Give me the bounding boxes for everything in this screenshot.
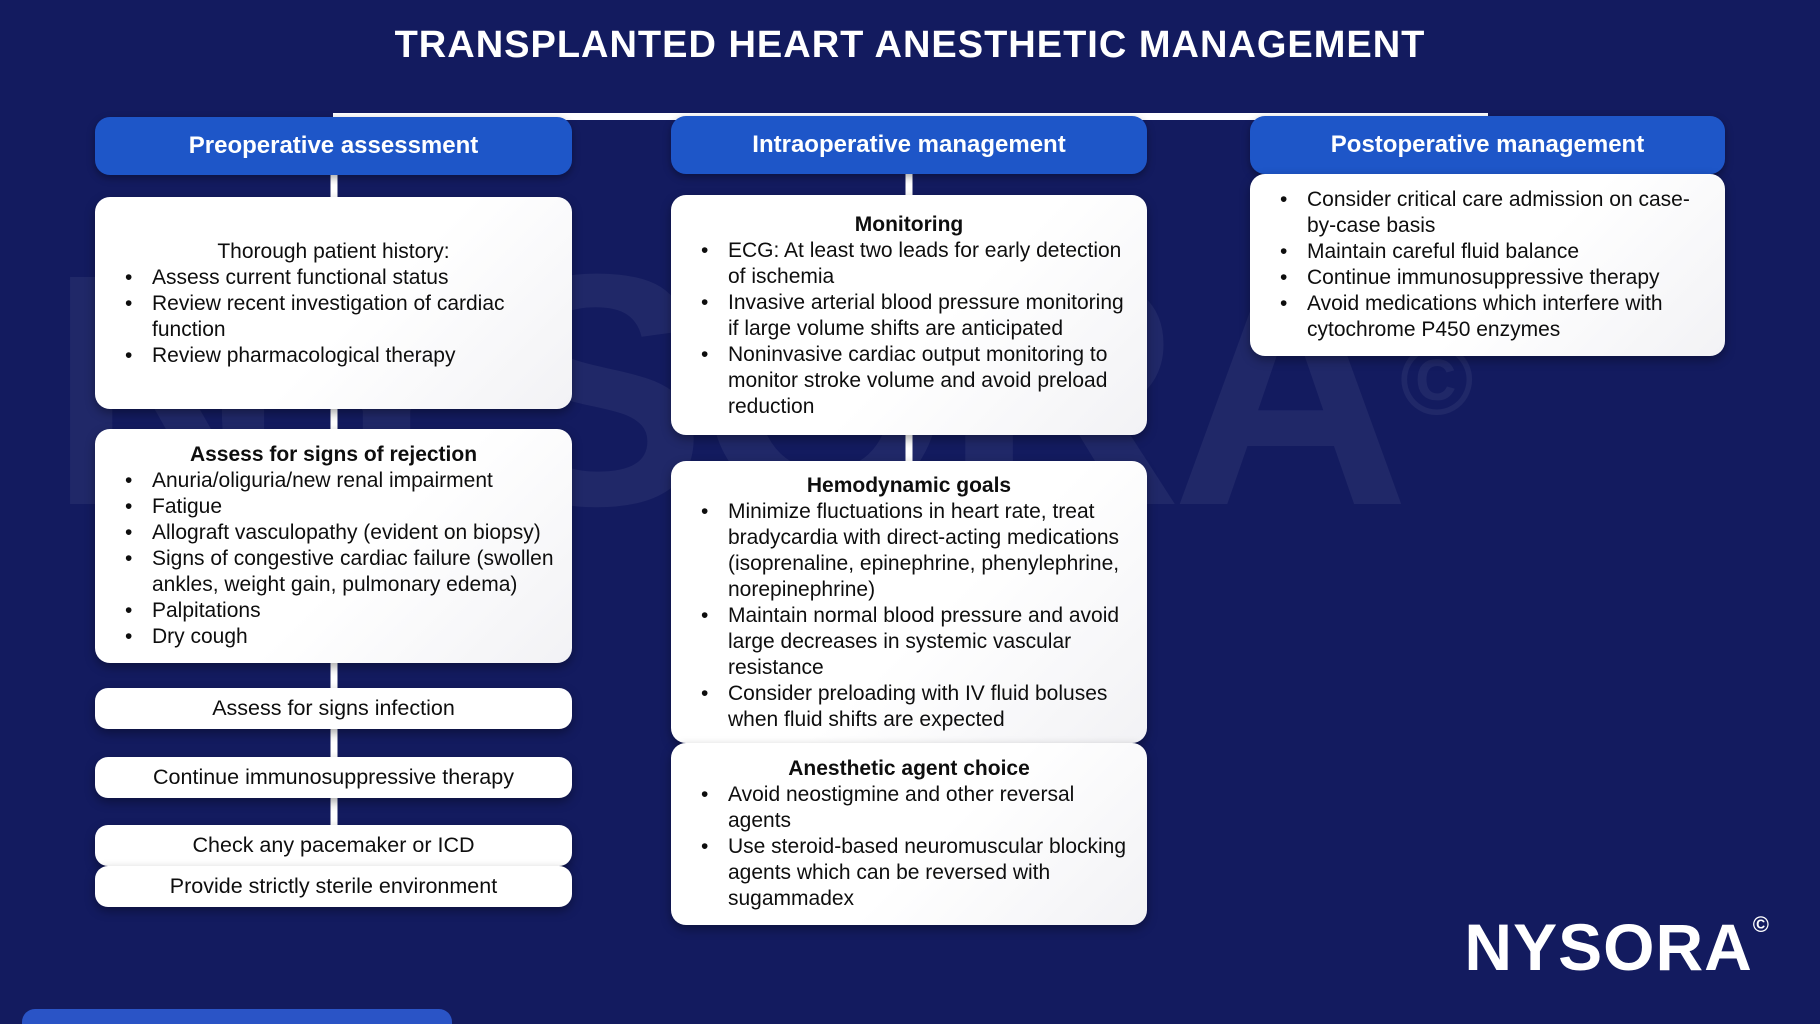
bullet-text: Minimize fluctuations in heart rate, tre… [728, 500, 1120, 601]
bullet-text: Consider critical care admission on case… [1307, 188, 1690, 237]
bullet-text: Maintain normal blood pressure and avoid… [728, 604, 1120, 679]
box-title: Monitoring [854, 213, 964, 236]
bullet-marker: • [125, 521, 133, 544]
pill-box: Check any pacemaker or ICD [95, 825, 572, 866]
bullet-marker: • [1280, 240, 1288, 263]
bullet-marker: • [125, 266, 133, 289]
bullet-marker: • [701, 682, 709, 705]
bullet-marker: • [125, 547, 133, 570]
bullet-item: • Maintain careful fluid balance [1250, 239, 1711, 265]
bullet-item: • Fatigue [95, 494, 558, 520]
bullet-text: Invasive arterial blood pressure monitor… [728, 291, 1124, 340]
content-box: Anesthetic agent choice • Avoid neostigmin… [671, 743, 1147, 925]
bullet-item: • Dry cough [95, 624, 558, 650]
box-title: Thorough patient history: [217, 240, 450, 263]
pill-box: Provide strictly sterile environment [95, 866, 572, 907]
bullet-text: Allograft vasculopathy (evident on biops… [152, 521, 541, 544]
bullet-text: Avoid medications which interfere with c… [1307, 292, 1663, 341]
bullet-item: • Assess current functional status [95, 265, 558, 291]
bullet-marker: • [701, 500, 709, 523]
box-title: Hemodynamic goals [806, 474, 1012, 497]
bullet-text: Palpitations [152, 599, 261, 622]
bullet-text: Fatigue [152, 495, 223, 518]
page-title: TRANSPLANTED HEART ANESTHETIC MANAGEMENT [394, 24, 1426, 66]
bullet-item: • Review pharmacological therapy [95, 343, 558, 369]
bullet-marker: • [701, 783, 709, 806]
bullet-item: • Palpitations [95, 598, 558, 624]
bullet-text: Continue immunosuppressive therapy [1307, 266, 1660, 289]
bullet-text: ECG: At least two leads for early detect… [728, 239, 1122, 288]
bullet-item: • Minimize fluctuations in heart rate, tr… [671, 499, 1133, 603]
pill-box: Assess for signs infection [95, 688, 572, 729]
bullet-marker: • [1280, 188, 1288, 211]
box-title: Anesthetic agent choice [788, 757, 1030, 780]
header-preoperative: Preoperative assessment [95, 117, 572, 175]
bullet-item: • Use steroid-based neuromuscular blockin… [671, 834, 1133, 912]
pill-box: Continue immunosuppressive therapy [95, 757, 572, 798]
bullet-marker: • [701, 604, 709, 627]
bullet-item: • ECG: At least two leads for early detec… [671, 238, 1133, 290]
bullet-marker: • [1280, 292, 1288, 315]
bullet-item: • Review recent investigation of cardiac … [95, 291, 558, 343]
box-title: Assess for signs of rejection [189, 443, 478, 466]
bullet-marker: • [701, 291, 709, 314]
bullet-text: Noninvasive cardiac output monitoring to… [728, 343, 1108, 418]
header-postoperative: Postoperative management [1250, 116, 1725, 174]
content-box: Assess for signs of rejection • Anuria/oli… [95, 429, 572, 663]
content-box: • Consider critical care admission on cas… [1250, 174, 1725, 356]
bullet-text: Use steroid-based neuromuscular blocking… [728, 835, 1127, 910]
content-box: Thorough patient history: • Assess current… [95, 197, 572, 409]
bullet-item: • Signs of congestive cardiac failure (sw… [95, 546, 558, 598]
bullet-marker: • [125, 495, 133, 518]
content-box: Monitoring • ECG: At least two leads for e… [671, 195, 1147, 435]
partial-card-bottom-left [22, 1009, 452, 1024]
bullet-item: • Consider preloading with IV fluid bolus… [671, 681, 1133, 733]
bullet-marker: • [701, 239, 709, 262]
logo-copyright-symbol: © [1752, 912, 1770, 937]
bullet-item: • Continue immunosuppressive therapy [1250, 265, 1711, 291]
bullet-item: • Consider critical care admission on cas… [1250, 187, 1711, 239]
bullet-text: Anuria/oliguria/new renal impairment [152, 469, 493, 492]
bullet-marker: • [125, 469, 133, 492]
column-postoperative: Postoperative management • Consider critic… [1250, 87, 1725, 356]
bullet-item: • Invasive arterial blood pressure monito… [671, 290, 1133, 342]
bullet-marker: • [125, 599, 133, 622]
bullet-item: • Noninvasive cardiac output monitoring t… [671, 342, 1133, 420]
bullet-text: Consider preloading with IV fluid boluse… [728, 682, 1108, 731]
bullet-item: • Anuria/oliguria/new renal impairment [95, 468, 558, 494]
bullet-marker: • [701, 343, 709, 366]
bullet-text: Assess current functional status [152, 266, 449, 289]
bullet-item: • Allograft vasculopathy (evident on biop… [95, 520, 558, 546]
bullet-item: • Avoid neostigmine and other reversal ag… [671, 782, 1133, 834]
bullet-marker: • [1280, 266, 1288, 289]
bullet-text: Review recent investigation of cardiac f… [152, 292, 505, 341]
header-intraoperative: Intraoperative management [671, 116, 1147, 174]
bullet-item: • Maintain normal blood pressure and avoi… [671, 603, 1133, 681]
bullet-item: • Avoid medications which interfere with … [1250, 291, 1711, 343]
bullet-text: Maintain careful fluid balance [1307, 240, 1579, 263]
bullet-text: Dry cough [152, 625, 248, 648]
content-box: Hemodynamic goals • Minimize fluctuations … [671, 461, 1147, 743]
bullet-marker: • [125, 344, 133, 367]
bullet-marker: • [701, 835, 709, 858]
bullet-marker: • [125, 625, 133, 648]
bullet-text: Avoid neostigmine and other reversal age… [728, 783, 1075, 832]
nysora-logo: NYSORA© [1464, 910, 1770, 984]
bullet-text: Signs of congestive cardiac failure (swo… [152, 547, 554, 596]
bullet-text: Review pharmacological therapy [152, 344, 456, 367]
bullet-marker: • [125, 292, 133, 315]
